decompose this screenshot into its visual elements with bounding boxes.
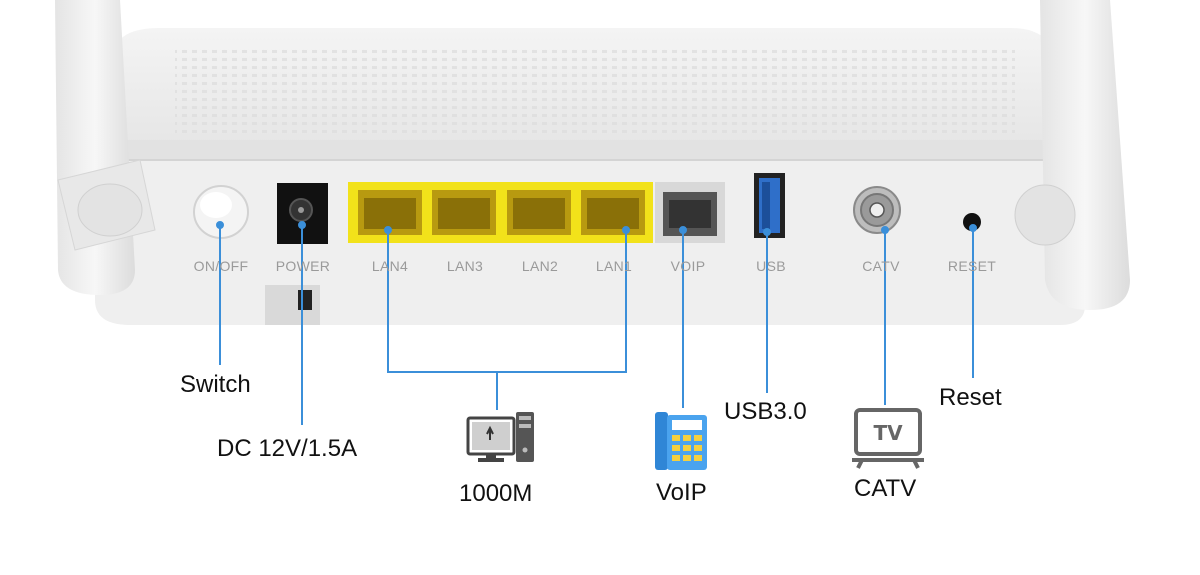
- port-label-catv: CATV: [862, 258, 900, 274]
- port-label-lan2: LAN2: [521, 258, 559, 274]
- voip-port: [655, 182, 725, 243]
- callout-usb: USB3.0: [724, 398, 807, 425]
- desk-phone-icon: [655, 412, 707, 470]
- onoff-button[interactable]: [193, 185, 249, 239]
- callout-switch: Switch: [180, 371, 251, 398]
- port-label-voip: VOIP: [670, 258, 706, 274]
- lan-ports: [348, 182, 653, 243]
- lan2-port: [507, 190, 571, 235]
- callout-catv: CATV: [854, 475, 917, 502]
- usb-port: [754, 173, 785, 238]
- callout-reset: Reset: [939, 384, 1002, 411]
- callout-dc-power: DC 12V/1.5A: [217, 435, 358, 462]
- port-label-onoff: ON/OFF: [193, 258, 249, 274]
- tv-icon: TV: [852, 408, 924, 469]
- lan3-port: [432, 190, 496, 235]
- catv-connector: [853, 186, 901, 234]
- port-label-lan4: LAN4: [371, 258, 409, 274]
- port-label-lan3: LAN3: [446, 258, 484, 274]
- port-label-usb: USB: [756, 258, 786, 274]
- router-body: [95, 28, 1085, 325]
- port-label-reset: RESET: [947, 258, 997, 274]
- callout-lines: [216, 221, 977, 425]
- callout-voip: VoIP: [656, 479, 707, 506]
- desktop-computer-icon: [466, 412, 534, 462]
- right-antenna: [1014, 0, 1130, 310]
- svg-text:TV: TV: [873, 421, 903, 445]
- port-label-power: POWER: [275, 258, 331, 274]
- lan1-port: [581, 190, 645, 235]
- port-label-lan1: LAN1: [595, 258, 633, 274]
- callout-lan-speed: 1000M: [459, 480, 533, 507]
- left-antenna: [55, 0, 156, 295]
